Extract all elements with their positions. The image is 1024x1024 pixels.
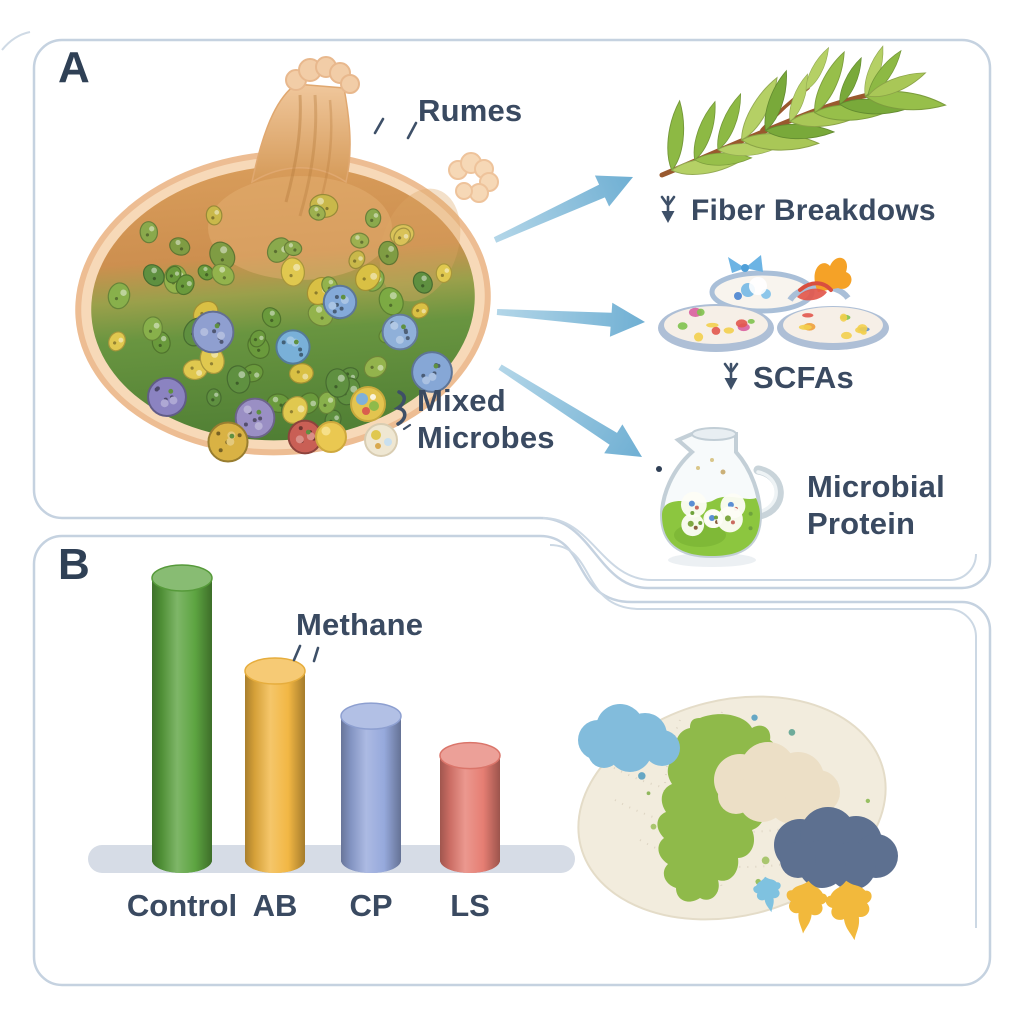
bar-label-LS: LS bbox=[450, 888, 490, 923]
down-arrow-icons bbox=[660, 195, 739, 390]
scfas-label: SCFAs bbox=[753, 360, 854, 395]
falling-leaves bbox=[753, 876, 872, 941]
cloud-slate bbox=[774, 807, 898, 890]
bar-label-AB: AB bbox=[252, 888, 298, 923]
trunk-frill bbox=[285, 56, 360, 94]
methane-leader-ticks bbox=[292, 644, 320, 663]
esophagus-trunk bbox=[250, 83, 351, 184]
side-frill bbox=[448, 152, 499, 203]
corner-artifact-line bbox=[1, 31, 31, 51]
bar-series bbox=[151, 564, 501, 873]
panel-b-inner-edge bbox=[549, 544, 977, 928]
panel-a-inner-edge bbox=[542, 517, 977, 581]
rumen-leader-ticks bbox=[373, 117, 418, 140]
panel-b-label: B bbox=[58, 540, 90, 589]
rumen-label: Rumes bbox=[418, 93, 523, 128]
chart-title: Methane bbox=[296, 607, 424, 642]
mixed-microbes-icon bbox=[315, 386, 412, 457]
jar-icon bbox=[656, 427, 784, 567]
jar-leader-dot bbox=[656, 466, 662, 472]
petri-dishes-icon bbox=[658, 255, 889, 352]
bar-label-Control: Control bbox=[126, 888, 238, 923]
rumen-illustration bbox=[75, 56, 499, 463]
mixed-microbes-label: Mixed Microbes bbox=[417, 383, 555, 455]
panel-a-label: A bbox=[58, 43, 90, 92]
arrow-to-protein bbox=[498, 364, 642, 457]
microbial-protein-label: Microbial Protein bbox=[807, 469, 945, 541]
leaf-branch-icon bbox=[659, 45, 947, 178]
cloud-beige bbox=[714, 742, 840, 824]
fiber-breakdown-label: Fiber Breakdows bbox=[691, 194, 936, 227]
arrow-to-fiber bbox=[493, 175, 633, 243]
cloud-blue bbox=[578, 704, 680, 772]
arrow-to-scfas bbox=[496, 302, 645, 337]
globe-illustration bbox=[577, 695, 898, 941]
arrow-right-icons bbox=[493, 175, 645, 457]
bar-label-CP: CP bbox=[349, 888, 393, 923]
